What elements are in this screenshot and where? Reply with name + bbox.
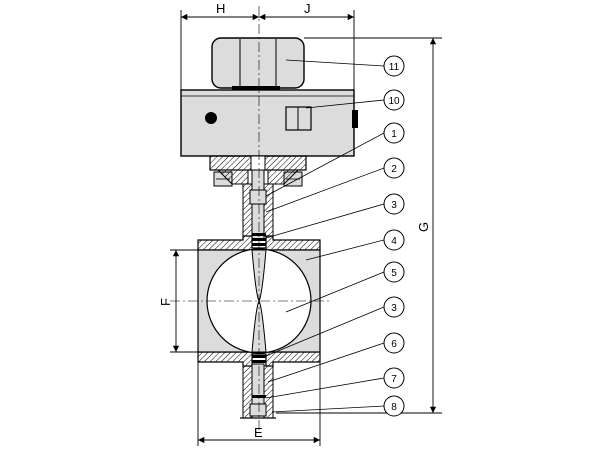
callout-2: 2 xyxy=(383,157,405,179)
dim-label-H: H xyxy=(216,1,225,16)
top-flange xyxy=(209,155,307,187)
centerlines xyxy=(170,6,330,430)
dim-G xyxy=(276,37,442,414)
callout-3-lower: 3 xyxy=(383,296,405,318)
callout-3-upper: 3 xyxy=(383,193,405,215)
callout-label: 6 xyxy=(391,339,397,350)
callout-6: 6 xyxy=(383,332,405,354)
callout-label: 2 xyxy=(391,164,397,175)
lower-stem xyxy=(240,363,276,419)
dim-label-F: F xyxy=(158,298,173,306)
callout-8: 8 xyxy=(383,395,405,417)
callout-10: 10 xyxy=(383,89,405,111)
callout-label: 10 xyxy=(388,96,400,107)
callout-label: 3 xyxy=(391,303,397,314)
upper-stem xyxy=(242,169,274,241)
callout-label: 3 xyxy=(391,200,397,211)
dim-E xyxy=(197,362,321,446)
callout-11: 11 xyxy=(383,55,405,77)
callout-label: 11 xyxy=(389,62,400,73)
callout-4: 4 xyxy=(383,229,405,251)
callout-1: 1 xyxy=(383,122,405,144)
indicator-dot xyxy=(205,112,217,124)
dim-F xyxy=(170,249,198,353)
dim-label-G: G xyxy=(416,222,431,232)
callout-label: 1 xyxy=(391,129,397,140)
dim-label-J: J xyxy=(304,1,311,16)
callout-5: 5 xyxy=(383,261,405,283)
callout-label: 5 xyxy=(391,268,397,279)
dim-label-E: E xyxy=(254,425,263,440)
handle-knob xyxy=(211,37,305,91)
callout-label: 8 xyxy=(391,402,397,413)
callout-label: 4 xyxy=(391,236,397,247)
dim-H-J xyxy=(180,10,355,90)
callout-7: 7 xyxy=(383,367,405,389)
actuator-housing xyxy=(180,89,358,157)
leader-lines xyxy=(265,59,385,413)
callout-label: 7 xyxy=(391,374,397,385)
